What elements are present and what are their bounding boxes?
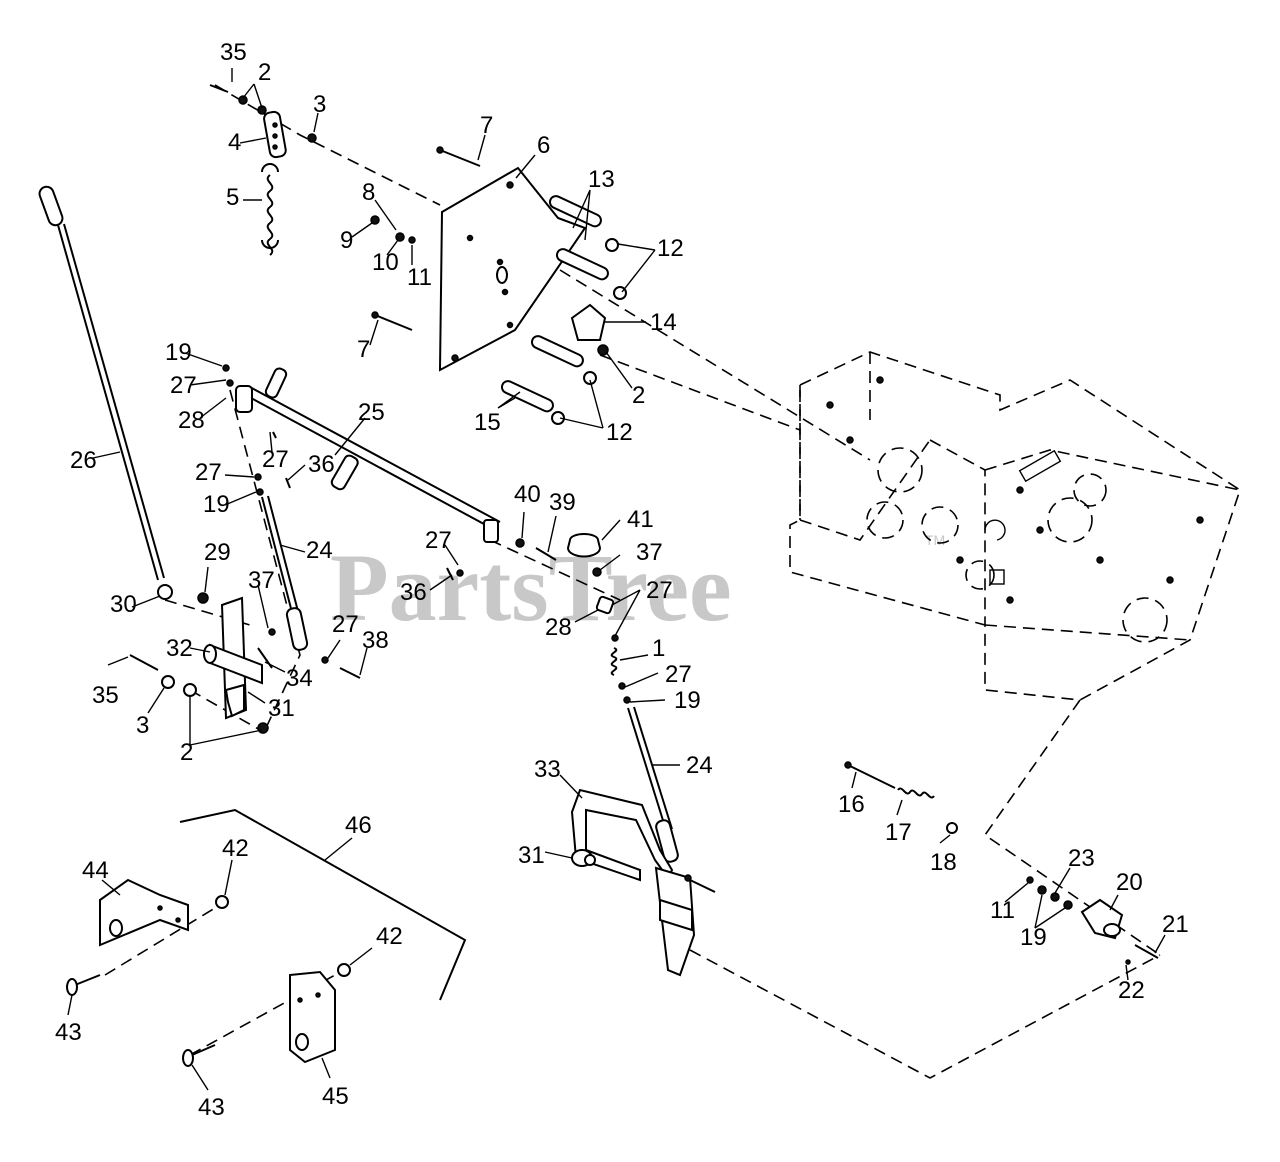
callout-16: 16	[838, 791, 865, 818]
callout-10: 10	[372, 249, 399, 276]
callout-14: 14	[650, 309, 677, 336]
callout-44: 44	[82, 857, 109, 884]
shift-rod	[38, 185, 173, 600]
callout-11: 11	[990, 897, 1015, 924]
callout-20: 20	[1116, 869, 1143, 896]
left-bracket	[129, 592, 361, 734]
shift-lever	[570, 788, 716, 977]
callout-34: 34	[286, 665, 313, 692]
callout-36: 36	[308, 451, 335, 478]
callout-11: 11	[407, 264, 432, 291]
watermark-trademark: TM	[925, 532, 945, 548]
callout-27: 27	[262, 446, 289, 473]
callout-42: 42	[376, 923, 403, 950]
callout-21: 21	[1162, 911, 1189, 938]
callout-27: 27	[195, 459, 222, 486]
callout-33: 33	[534, 756, 561, 783]
callout-2: 2	[180, 739, 193, 766]
callout-7: 7	[480, 112, 493, 139]
callout-19: 19	[1020, 924, 1047, 951]
callout-8: 8	[362, 179, 375, 206]
callout-23: 23	[1068, 845, 1095, 872]
callout-30: 30	[110, 591, 137, 618]
callout-25: 25	[358, 399, 385, 426]
callout-1: 1	[652, 635, 665, 662]
callout-19: 19	[165, 339, 192, 366]
callout-40: 40	[514, 481, 541, 508]
callout-43: 43	[198, 1094, 225, 1121]
callout-32: 32	[166, 635, 193, 662]
callout-22: 22	[1118, 977, 1145, 1004]
callout-24: 24	[306, 537, 333, 564]
callout-19: 19	[203, 491, 230, 518]
callout-39: 39	[549, 489, 576, 516]
callout-6: 6	[537, 132, 550, 159]
watermark-text: PartsTree	[330, 534, 732, 641]
callout-27: 27	[170, 372, 197, 399]
callout-43: 43	[55, 1019, 82, 1046]
transmission-housing	[789, 351, 1241, 701]
callout-36: 36	[400, 579, 427, 606]
callout-27: 27	[646, 577, 673, 604]
left-link-rod	[222, 364, 309, 651]
callout-5: 5	[226, 184, 239, 211]
callout-24: 24	[686, 752, 713, 779]
callout-2: 2	[258, 59, 271, 86]
mount-brackets	[66, 808, 467, 1067]
callout-7: 7	[357, 336, 370, 363]
callout-4: 4	[228, 129, 241, 156]
callout-27: 27	[332, 611, 359, 638]
callout-29: 29	[204, 539, 231, 566]
callout-28: 28	[545, 614, 572, 641]
callout-12: 12	[657, 235, 684, 262]
callout-46: 46	[345, 812, 372, 839]
right-link-rod	[446, 567, 679, 863]
callout-19: 19	[674, 687, 701, 714]
mounting-plate	[370, 146, 627, 425]
callout-27: 27	[665, 661, 692, 688]
callout-18: 18	[930, 849, 957, 876]
callout-17: 17	[885, 819, 912, 846]
callout-37: 37	[636, 539, 663, 566]
callout-38: 38	[362, 627, 389, 654]
callout-37: 37	[248, 567, 275, 594]
callout-15: 15	[474, 409, 501, 436]
callout-12: 12	[606, 419, 633, 446]
callout-31: 31	[268, 695, 295, 722]
callout-28: 28	[178, 407, 205, 434]
leader-lines	[67, 68, 1166, 1091]
callout-26: 26	[70, 447, 97, 474]
callout-41: 41	[627, 506, 654, 533]
callout-35: 35	[92, 682, 119, 709]
spring-group	[209, 84, 317, 256]
callout-45: 45	[322, 1083, 349, 1110]
callout-3: 3	[136, 712, 149, 739]
callout-13: 13	[588, 166, 615, 193]
callout-27: 27	[425, 527, 452, 554]
callout-2: 2	[632, 382, 645, 409]
callout-35: 35	[220, 39, 247, 66]
callout-3: 3	[313, 91, 326, 118]
callout-31: 31	[518, 842, 545, 869]
callout-42: 42	[222, 835, 249, 862]
right-spring-assembly	[844, 761, 1159, 965]
callout-9: 9	[340, 227, 353, 254]
cross-shaft	[235, 367, 602, 561]
